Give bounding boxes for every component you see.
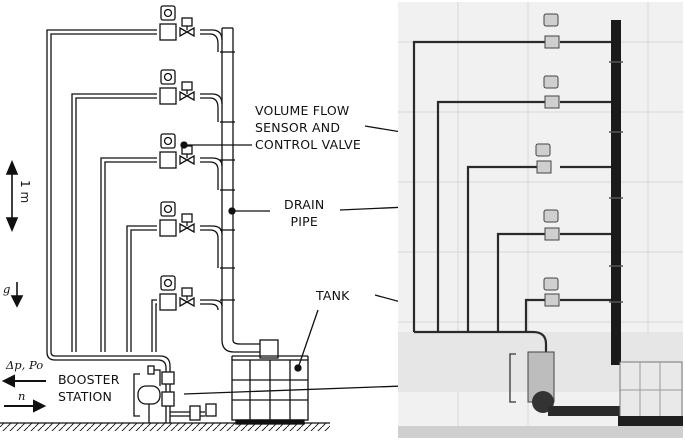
booster-station [137, 365, 217, 423]
booster-station-label-line-2: STATION [58, 389, 113, 404]
pump-icon [137, 385, 161, 405]
booster-station-label: BOOSTER STATION [58, 371, 120, 405]
drain-pipe-label: DRAIN PIPE [284, 196, 324, 230]
flow-sensor-label-line-1: VOLUME FLOW [255, 103, 350, 118]
gravity-label: g [3, 282, 11, 296]
drain-pipe [220, 27, 279, 359]
flow-sensor-label-line-3: CONTROL VALVE [255, 137, 361, 152]
drain-pipe-label-line-1: DRAIN [284, 197, 325, 212]
sensor-valve-units [159, 5, 195, 311]
scale-arrow [5, 159, 19, 233]
sensor-valve-level-3 [159, 133, 195, 169]
speed-label: n [18, 389, 26, 403]
gravity-arrow [10, 282, 24, 308]
flow-sensor-label-line-2: SENSOR AND [255, 120, 341, 135]
photo-booster [509, 351, 622, 416]
tank-label-text: TANK [316, 288, 350, 303]
flow-sensor-label: VOLUME FLOW SENSOR AND CONTROL VALVE [255, 102, 361, 153]
speed-arrow [4, 399, 47, 413]
branch-lines [200, 29, 223, 311]
pressure-label: Δp, Po [6, 358, 44, 372]
photo-tank [618, 361, 683, 426]
booster-station-label-line-1: BOOSTER [58, 372, 120, 387]
drain-pipe-label-line-2: PIPE [290, 214, 318, 229]
booster-bracket [133, 373, 140, 417]
schematic [0, 5, 330, 431]
sensor-valve-level-4 [159, 201, 195, 237]
drain-pipe-flanges [220, 51, 235, 301]
scale-label: 1 m [18, 180, 32, 204]
pressure-arrow [1, 374, 46, 388]
sensor-valve-level-5 [159, 275, 195, 311]
test-rig-photo [398, 2, 683, 438]
sensor-valve-level-2 [159, 69, 195, 105]
supply-pipes [46, 29, 171, 420]
sensor-valve-level-1 [159, 5, 195, 41]
tank-label: TANK [316, 287, 350, 304]
